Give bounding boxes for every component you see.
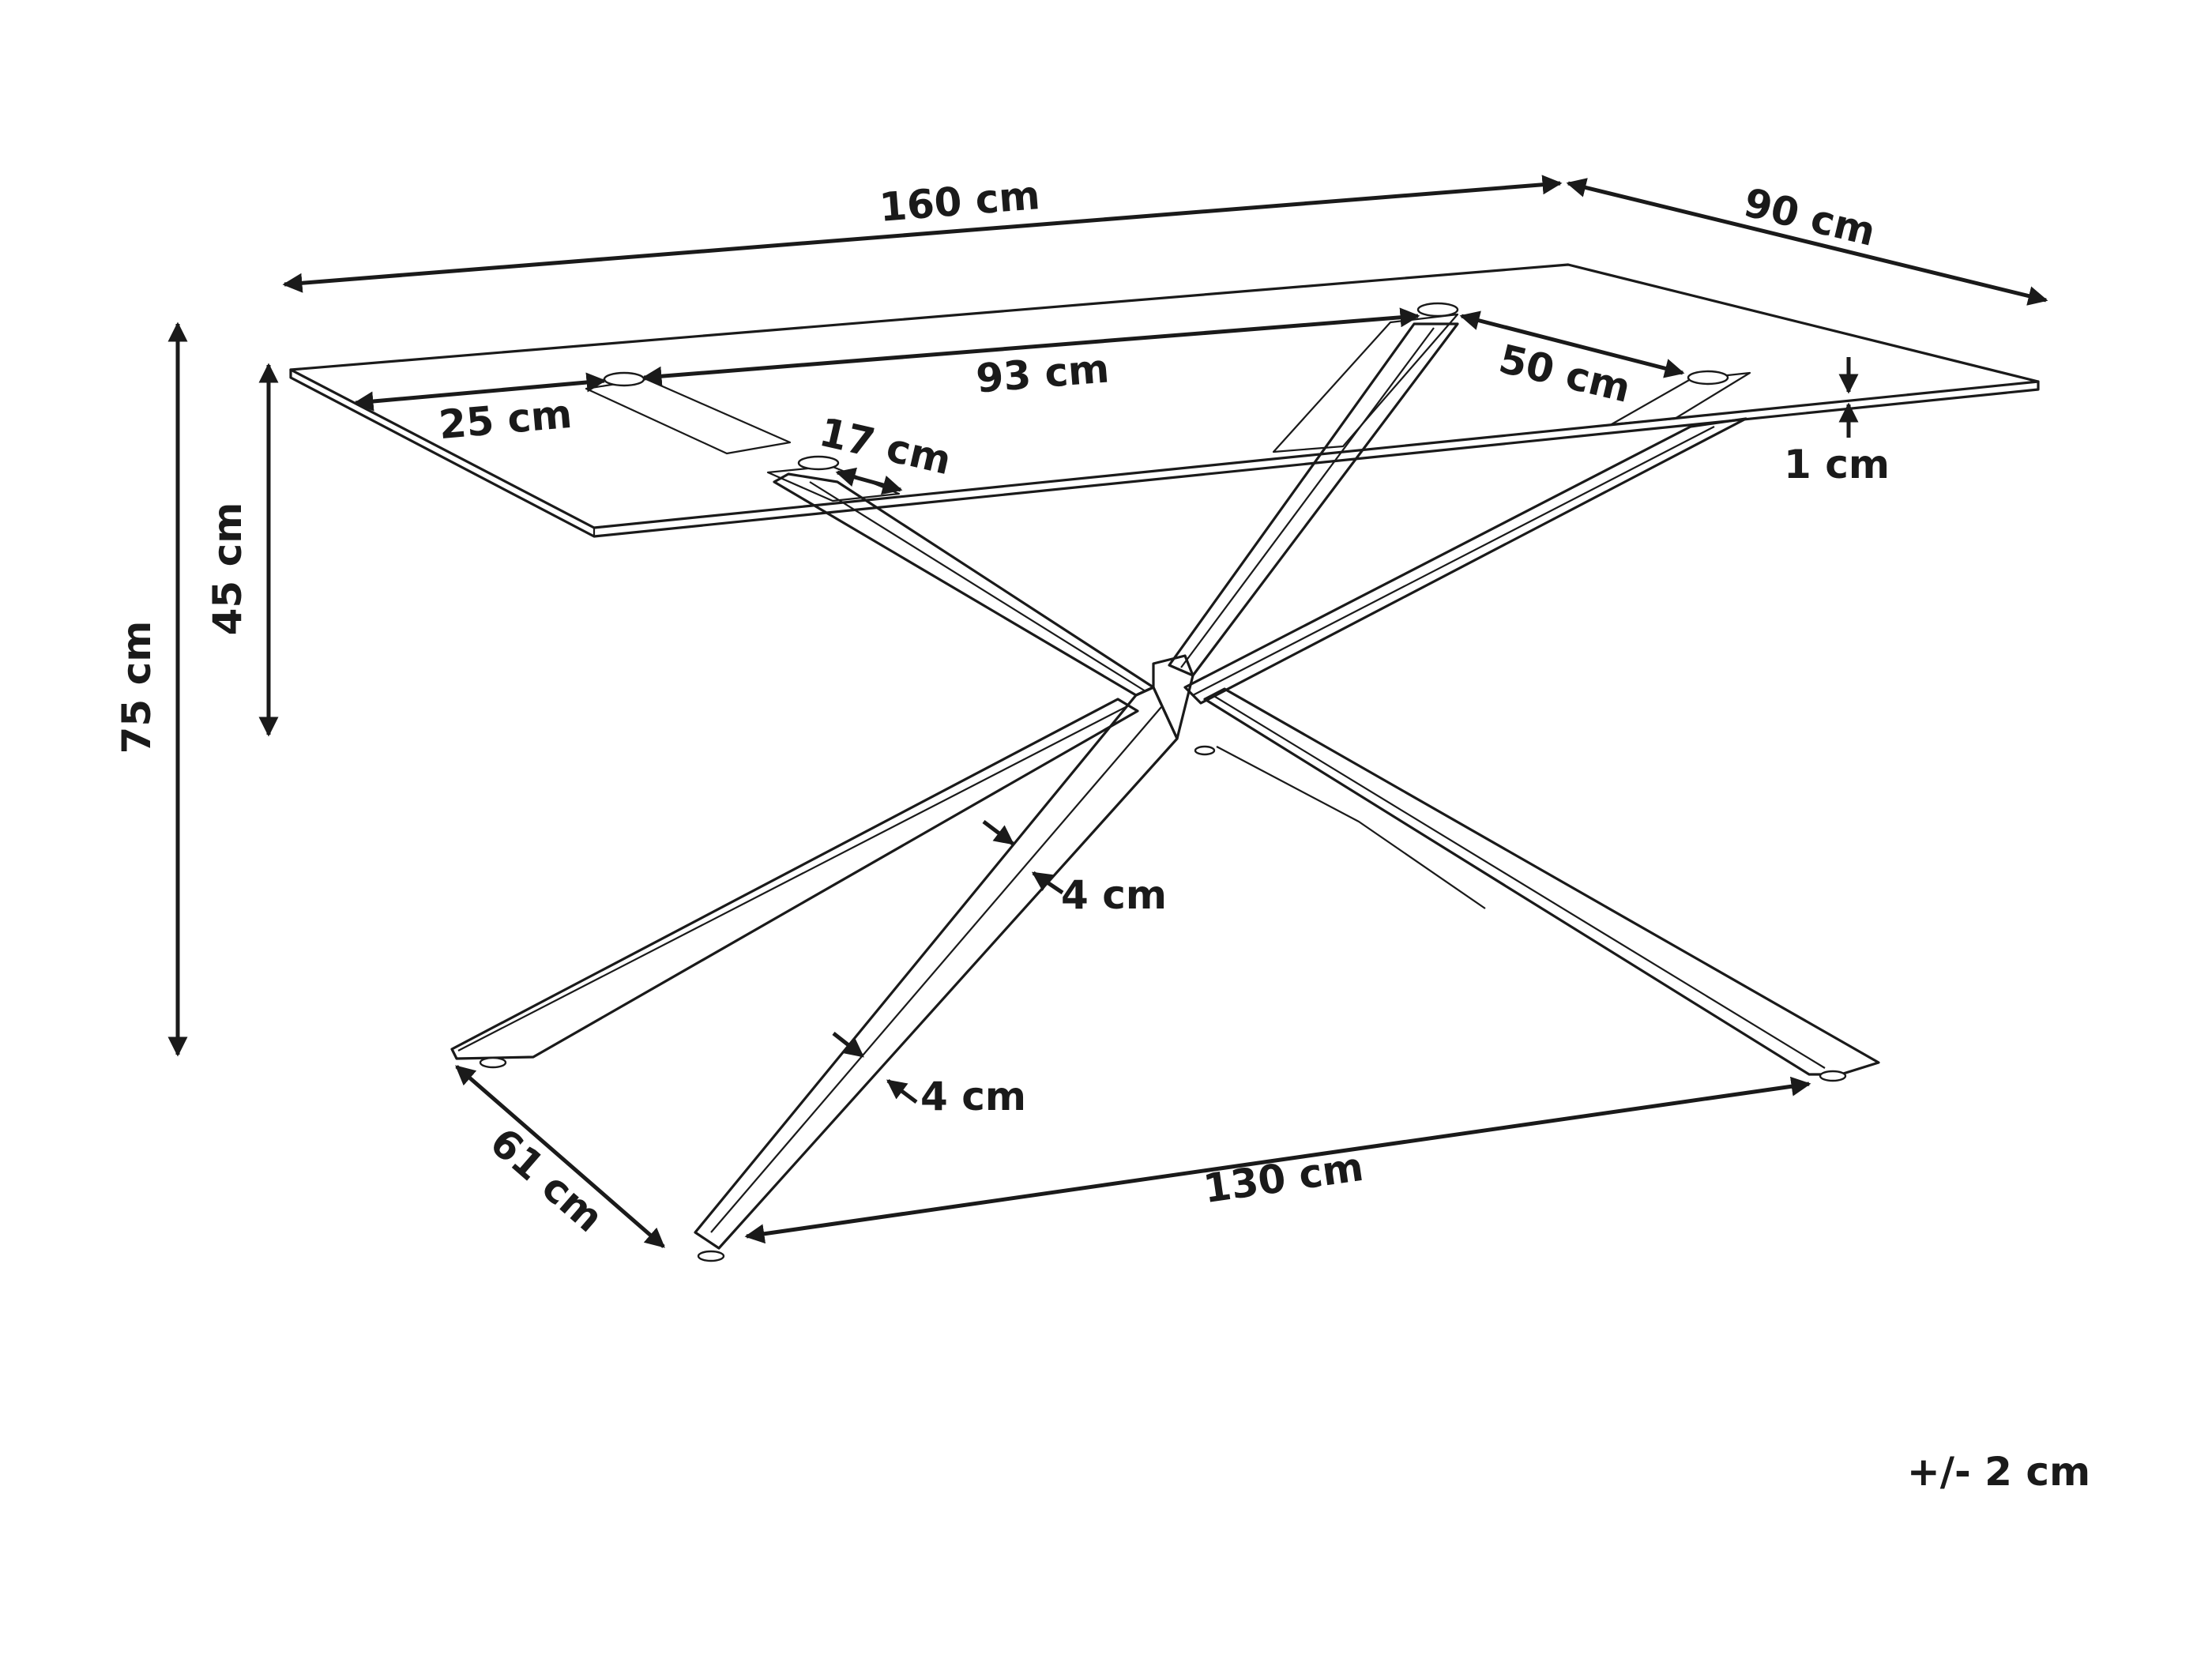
dim-leg-width-2-b bbox=[886, 1079, 918, 1104]
dimension-labels: 160 cm 90 cm 75 cm 45 cm 25 cm 93 cm 50 … bbox=[114, 172, 2090, 1495]
label-top-thickness: 1 cm bbox=[1784, 442, 1890, 487]
label-mount-offset: 17 cm bbox=[815, 409, 955, 483]
label-leg-width-1: 4 cm bbox=[1061, 872, 1167, 918]
label-tolerance: +/- 2 cm bbox=[1907, 1449, 2090, 1495]
mount-pads bbox=[585, 302, 1751, 502]
dim-mount-length-line bbox=[641, 307, 1420, 386]
dim-length-line bbox=[282, 175, 1563, 293]
dim-left-offset-line bbox=[353, 372, 607, 412]
dim-leg-width-1-b bbox=[1031, 871, 1064, 895]
dim-mount-width-line bbox=[1459, 310, 1685, 378]
dimension-lines bbox=[167, 175, 2048, 1248]
label-base-length: 130 cm bbox=[1201, 1144, 1367, 1212]
dim-leg-width-2-a bbox=[832, 1032, 864, 1058]
label-mount-width: 50 cm bbox=[1495, 336, 1635, 412]
dim-leg-width-1-a bbox=[982, 820, 1014, 845]
label-height-under: 45 cm bbox=[205, 502, 250, 636]
leg-frame bbox=[450, 322, 1880, 1262]
dim-base-depth-line bbox=[455, 1065, 665, 1248]
label-height-total: 75 cm bbox=[114, 621, 160, 754]
dim-base-length-line bbox=[744, 1076, 1811, 1244]
label-base-depth: 61 cm bbox=[481, 1119, 611, 1240]
dim-width-line bbox=[1566, 178, 2048, 306]
label-mount-length: 93 cm bbox=[974, 345, 1111, 401]
label-length: 160 cm bbox=[878, 172, 1041, 231]
label-leg-width-2: 4 cm bbox=[920, 1074, 1026, 1119]
table-top bbox=[289, 263, 2040, 538]
dim-mount-offset-line bbox=[835, 467, 903, 495]
label-left-offset: 25 cm bbox=[437, 391, 574, 448]
